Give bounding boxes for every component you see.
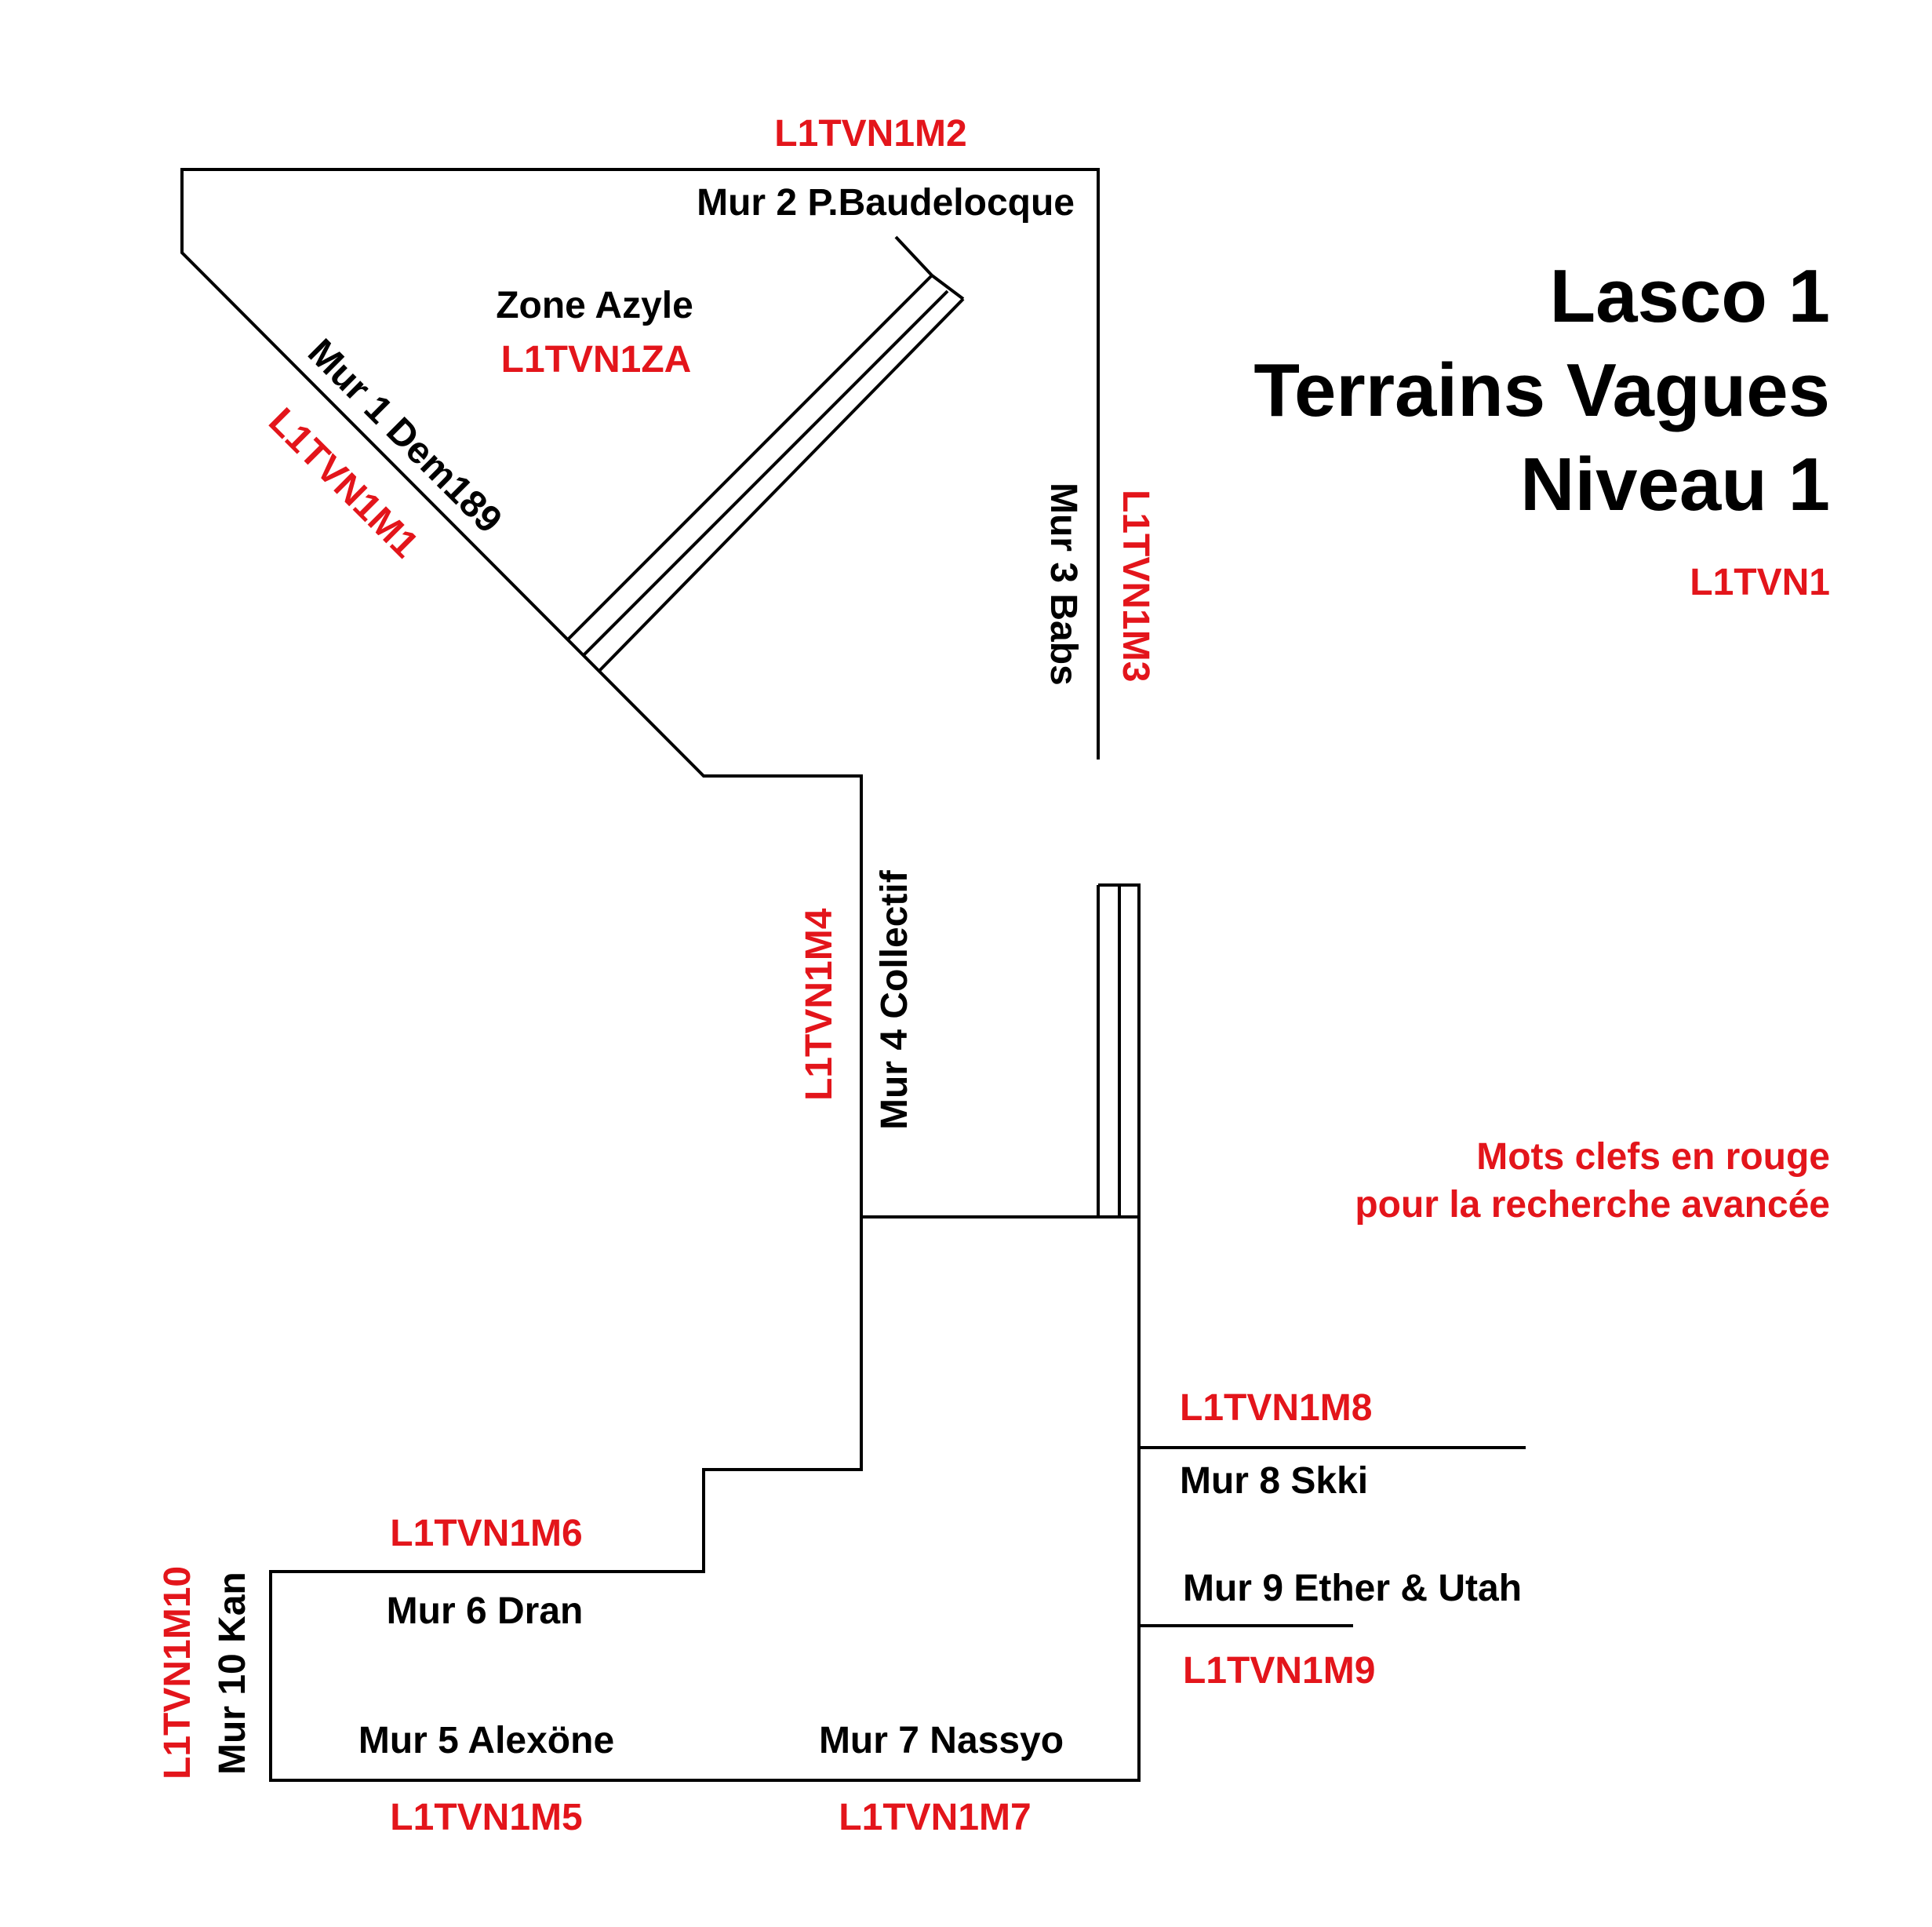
mur-6-code: L1TVN1M6 [390,1513,582,1554]
mur-3-code: L1TVN1M3 [1115,490,1156,682]
mur-2-code: L1TVN1M2 [774,113,966,155]
corridor-right-outer [1098,883,1141,1217]
zone-azyle-name: Zone Azyle [496,285,693,326]
mur-5-name: Mur 5 Alexöne [358,1720,614,1761]
mur-7-name: Mur 7 Nassyo [819,1720,1064,1761]
mur-8-code: L1TVN1M8 [1180,1387,1372,1429]
mur-4-name: Mur 4 Collectif [874,869,915,1130]
wall-outline-top [180,168,1141,1782]
title-line-3: Niveau 1 [1520,443,1830,526]
diagonal-corridor-line-3 [598,297,965,672]
title-code: L1TVN1 [1690,562,1830,603]
title-line-1: Lasco 1 [1549,254,1830,338]
mur-7-code: L1TVN1M7 [839,1797,1031,1838]
mur-5-code: L1TVN1M5 [390,1797,582,1838]
mur-10-code: L1TVN1M10 [157,1566,198,1779]
mur-6-name: Mur 6 Dran [387,1590,584,1632]
mur-2-name: Mur 2 P.Baudelocque [697,182,1075,224]
zone-azyle-code: L1TVN1ZA [501,339,692,381]
diagonal-corridor-cap [894,235,965,301]
mur-3-name: Mur 3 Babs [1042,483,1084,686]
diagonal-corridor-line-1 [566,274,933,641]
mur-4-code: L1TVN1M4 [799,908,840,1101]
title-line-2: Terrains Vagues [1253,348,1830,432]
mur-8-name: Mur 8 Skki [1180,1460,1368,1502]
legend-line-1: Mots clefs en rouge [1476,1136,1830,1178]
mur-9-name: Mur 9 Ether & Utah [1183,1568,1522,1609]
diagonal-corridor-line-2 [582,290,949,657]
mur-9-code: L1TVN1M9 [1183,1650,1375,1692]
legend-line-2: pour la recherche avancée [1355,1184,1830,1226]
mur-1-name: Mur 1 Dem189 [300,331,510,541]
mur-10-name: Mur 10 Kan [212,1572,253,1775]
